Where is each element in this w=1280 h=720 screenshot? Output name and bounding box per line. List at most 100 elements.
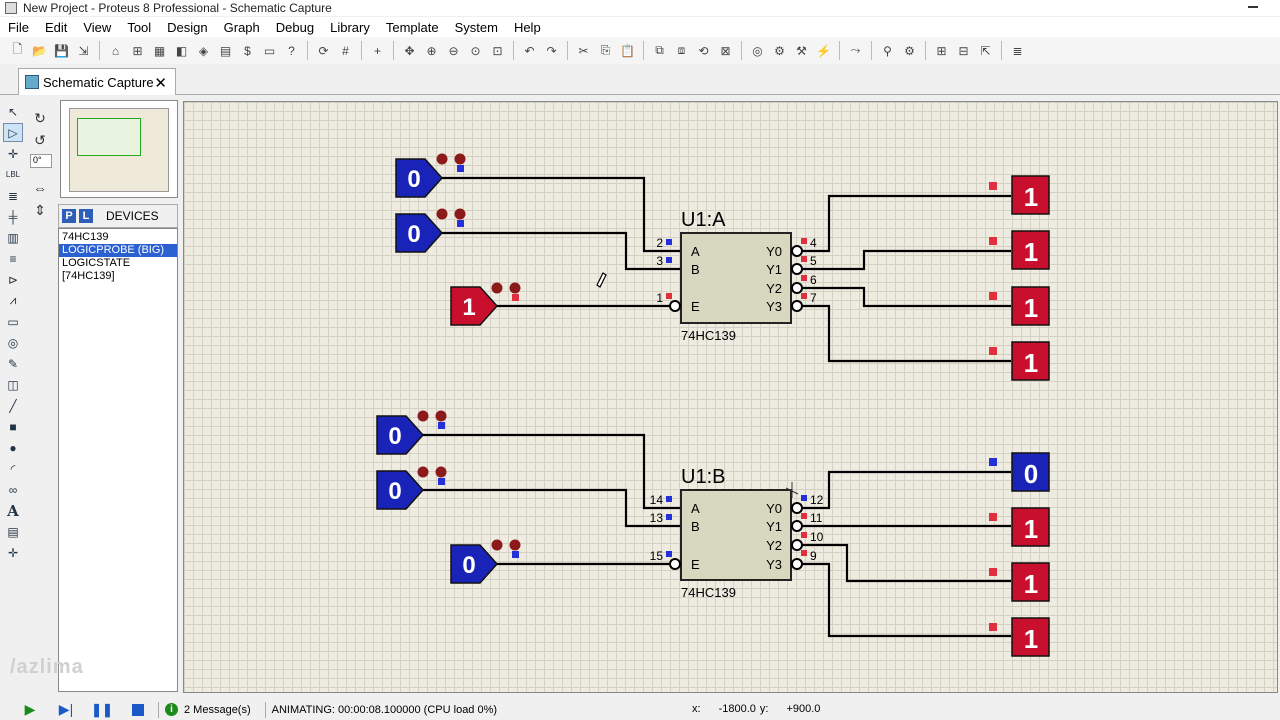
circle-icon[interactable]: ● <box>9 440 17 455</box>
logicprobe-u1a-y1[interactable]: 1 <box>989 230 1050 270</box>
search-icon[interactable]: ⚲ <box>883 43 892 58</box>
logicprobe-u1b-y3[interactable]: 1 <box>989 617 1050 657</box>
zoom-out-icon[interactable]: ⊖ <box>448 43 459 58</box>
netlist-icon[interactable]: ≣ <box>1012 43 1023 58</box>
bom-icon[interactable]: $ <box>244 43 251 58</box>
line-icon[interactable]: ╱ <box>9 398 17 413</box>
logicprobe-u1b-y1[interactable]: 1 <box>989 507 1050 547</box>
list-item[interactable]: LOGICSTATE <box>62 257 131 269</box>
menu-template[interactable]: Template <box>385 19 439 35</box>
menu-file[interactable]: File <box>8 19 29 35</box>
component-mode-icon[interactable]: ▷ <box>3 123 23 142</box>
copy-icon[interactable]: ⎘ <box>600 43 611 57</box>
rotate-anticlockwise-icon[interactable]: ↺ <box>34 131 46 148</box>
rotation-angle-field[interactable]: 0° <box>30 154 52 168</box>
paste-icon[interactable]: 📋 <box>620 43 635 58</box>
remove-sheet-icon[interactable]: ⊟ <box>958 43 969 58</box>
devices-list[interactable]: 74HC139 LOGICPROBE (BIG) LOGICSTATE [74H… <box>58 228 178 692</box>
menu-system[interactable]: System <box>454 19 498 35</box>
device-pins-icon[interactable]: ⊳ <box>7 272 19 287</box>
schematic-canvas[interactable]: U1:A 74HC139 A B E Y0 Y1 Y2 Y3 2 3 1 4 5… <box>183 101 1278 693</box>
rotate-clockwise-icon[interactable]: ↻ <box>34 109 46 126</box>
selection-mode-icon[interactable]: ↖ <box>7 104 19 119</box>
mirror-vertical-icon[interactable]: ⇕ <box>34 201 46 218</box>
wire-label-icon[interactable]: LBL <box>5 170 21 179</box>
subcircuit-icon[interactable]: ▥ <box>7 230 19 245</box>
menu-graph[interactable]: Graph <box>223 19 260 35</box>
decompose-icon[interactable]: ⚡ <box>816 43 831 58</box>
close-icon[interactable]: ✕ <box>154 75 167 92</box>
logicstate-u1a-b[interactable]: 0 <box>395 208 466 253</box>
minimize-icon[interactable] <box>1248 6 1258 8</box>
logicprobe-u1a-y0[interactable]: 1 <box>989 175 1050 215</box>
menu-debug[interactable]: Debug <box>275 19 315 35</box>
logicstate-u1b-a[interactable]: 0 <box>376 410 447 455</box>
block-rotate-icon[interactable]: ⟲ <box>698 43 709 58</box>
terminals-icon[interactable]: ≡ <box>9 251 17 266</box>
pause-icon[interactable]: ❚❚ <box>91 701 113 717</box>
chip-u1b[interactable]: U1:B 74HC139 A B E Y0 Y1 Y2 Y3 14 13 15 … <box>650 466 824 600</box>
property-tool-icon[interactable]: ⚙ <box>904 43 915 58</box>
pick-device-icon[interactable]: ◎ <box>752 43 763 58</box>
3d-view-icon[interactable]: ◈ <box>198 43 209 58</box>
exit-to-parent-icon[interactable]: ⇱ <box>980 43 991 58</box>
logicprobe-u1b-y2[interactable]: 1 <box>989 562 1050 602</box>
pick-devices-button[interactable]: P <box>62 209 76 223</box>
list-item[interactable]: [74HC139] <box>62 270 115 282</box>
chip-u1a[interactable]: U1:A 74HC139 A B E Y0 Y1 Y2 Y3 2 3 1 4 5… <box>656 209 817 343</box>
text-script-icon[interactable]: ≣ <box>7 188 19 203</box>
tab-schematic-capture[interactable]: Schematic Capture ✕ <box>18 68 176 95</box>
info-icon[interactable]: i <box>165 703 178 716</box>
gerber-icon[interactable]: ◧ <box>175 43 188 58</box>
redo-icon[interactable]: ↷ <box>546 43 557 58</box>
home-icon[interactable]: ⌂ <box>111 43 120 58</box>
library-manager-button[interactable]: L <box>79 209 93 223</box>
virtual-instruments-icon[interactable]: ◫ <box>7 377 19 392</box>
design-explorer-icon[interactable]: ▤ <box>219 43 232 58</box>
box-icon[interactable]: ■ <box>9 419 17 434</box>
menu-edit[interactable]: Edit <box>44 19 68 35</box>
marker-icon[interactable]: ✛ <box>7 545 19 560</box>
menu-view[interactable]: View <box>83 19 112 35</box>
mirror-horizontal-icon[interactable]: ⇔ <box>33 180 47 196</box>
bus-icon[interactable]: ╪ <box>8 209 18 224</box>
block-delete-icon[interactable]: ⊠ <box>720 43 731 58</box>
new-sheet-icon[interactable]: ⊞ <box>936 43 947 58</box>
menu-design[interactable]: Design <box>167 19 208 35</box>
graph-mode-icon[interactable]: ⩘ <box>9 293 17 307</box>
logicstate-u1a-a[interactable]: 0 <box>395 153 466 198</box>
logicprobe-u1b-y0[interactable]: 0 <box>989 452 1050 492</box>
new-file-icon[interactable]: 🗋 <box>12 42 23 56</box>
block-copy-icon[interactable]: ⧉ <box>655 43 664 57</box>
wire-autorouter-icon[interactable]: ⤳ <box>850 43 861 57</box>
zoom-in-icon[interactable]: ⊕ <box>426 43 437 58</box>
save-icon[interactable]: 💾 <box>54 43 69 58</box>
grid-toggle-icon[interactable]: # <box>342 43 349 58</box>
undo-icon[interactable]: ↶ <box>524 43 535 58</box>
cut-icon[interactable]: ✂ <box>578 43 589 58</box>
source-code-icon[interactable]: ▭ <box>263 43 276 58</box>
schematic-icon[interactable]: ⊞ <box>132 43 143 58</box>
menu-library[interactable]: Library <box>330 19 370 35</box>
messages-count[interactable]: 2 Message(s) <box>184 703 251 716</box>
symbol-icon[interactable]: ▤ <box>7 524 19 539</box>
menu-tool[interactable]: Tool <box>127 19 152 35</box>
menu-help[interactable]: Help <box>513 19 541 35</box>
list-item[interactable]: LOGICPROBE (BIG) <box>59 244 177 257</box>
overview-window[interactable] <box>60 100 178 198</box>
open-folder-icon[interactable]: 📂 <box>32 43 47 58</box>
arc-icon[interactable]: ◜ <box>10 461 16 476</box>
list-item[interactable]: 74HC139 <box>62 231 109 243</box>
zoom-area-icon[interactable]: ⊡ <box>492 43 503 58</box>
junction-dot-icon[interactable]: ✛ <box>7 146 19 161</box>
voltage-probe-icon[interactable]: ✎ <box>7 356 19 371</box>
logicstate-u1a-e[interactable]: 1 <box>450 282 521 326</box>
zoom-all-icon[interactable]: ⊙ <box>470 43 481 58</box>
logicprobe-u1a-y2[interactable]: 1 <box>989 286 1050 326</box>
step-icon[interactable]: ▶| <box>58 701 74 717</box>
import-icon[interactable]: ⇲ <box>78 43 89 58</box>
help-icon[interactable]: ? <box>288 43 295 58</box>
generator-icon[interactable]: ◎ <box>7 335 19 350</box>
text-icon[interactable]: A <box>7 501 19 520</box>
refresh-icon[interactable]: ⟳ <box>318 43 329 58</box>
